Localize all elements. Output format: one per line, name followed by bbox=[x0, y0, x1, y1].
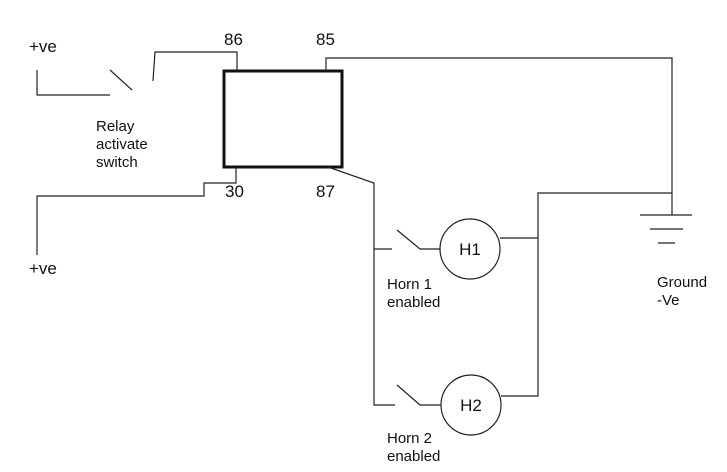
horn-1-return-wire bbox=[500, 192, 672, 239]
horn-2-symbol bbox=[440, 374, 502, 436]
switch-to-pin-86-wire bbox=[152, 51, 238, 82]
bottom-supply-label: +ve bbox=[29, 259, 57, 278]
horn-2-label: H2 bbox=[460, 396, 482, 415]
pin-85-label: 85 bbox=[316, 30, 335, 49]
horn-1-switch-blade bbox=[396, 229, 421, 250]
bottom-supply-wire bbox=[36, 167, 237, 255]
relay-switch-label-line-1: Relay bbox=[96, 118, 135, 135]
horn-1-switch-label-line-2: enabled bbox=[387, 294, 440, 311]
relay-switch-label-line-2: activate bbox=[96, 136, 148, 153]
relay-activate-switch-blade bbox=[109, 69, 133, 91]
horn-2-switch-label-line-1: Horn 2 bbox=[387, 430, 432, 447]
pin-85-to-ground-wire bbox=[325, 57, 673, 215]
pin-87-output-wire bbox=[327, 166, 395, 406]
pin-86-label: 86 bbox=[224, 30, 243, 49]
horn-2-switch-label-line-2: enabled bbox=[387, 448, 440, 465]
pin-30-label: 30 bbox=[225, 182, 244, 201]
horn-1-label: H1 bbox=[459, 240, 481, 259]
horn-2-switch-blade bbox=[396, 384, 421, 406]
top-supply-wire bbox=[36, 70, 110, 96]
ground-label-line-2: -Ve bbox=[657, 292, 680, 309]
relay-switch-label-line-3: switch bbox=[96, 154, 138, 171]
horn-1-switch-label-line-1: Horn 1 bbox=[387, 276, 432, 293]
horn-2-return-wire bbox=[501, 238, 539, 397]
ground-label-line-1: Ground bbox=[657, 274, 707, 291]
relay-box bbox=[222, 69, 344, 169]
top-supply-label: +ve bbox=[29, 37, 57, 56]
horn-1-symbol bbox=[439, 218, 501, 280]
ground-icon bbox=[640, 214, 692, 244]
pin-87-label: 87 bbox=[316, 182, 335, 201]
